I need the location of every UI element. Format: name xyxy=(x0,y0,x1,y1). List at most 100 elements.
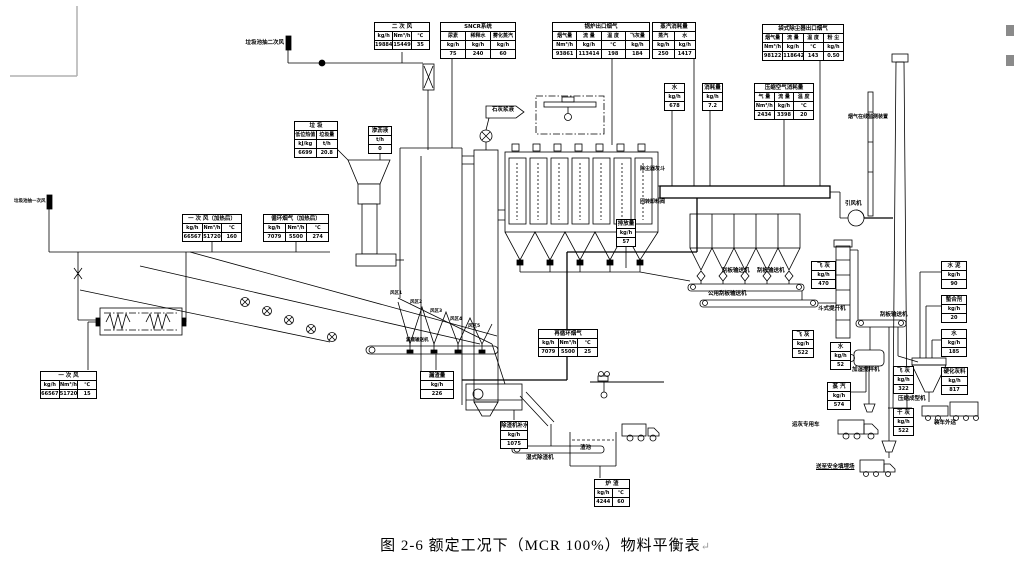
table-value: 184 xyxy=(624,49,651,59)
table-title: 硬化灰料 xyxy=(941,367,968,377)
table-unit: kg/h xyxy=(811,270,836,280)
table-value: 143 xyxy=(802,51,824,61)
table-header: 流 量 xyxy=(576,31,602,41)
table-unit: kg/h xyxy=(594,488,613,498)
table-value: 57 xyxy=(616,237,636,247)
table-title: 飞 灰 xyxy=(893,366,914,376)
table-unit: ℃ xyxy=(577,338,598,348)
label-bucket_elevator: 斗式提升机 xyxy=(818,306,846,312)
table-title: 循环烟气（加热后） xyxy=(263,214,329,224)
table-value: 15 xyxy=(77,389,97,399)
table-unit: kg/h xyxy=(702,92,723,102)
table-unit: t/h xyxy=(315,139,338,149)
table-value: 98122 xyxy=(761,51,784,61)
table-value: 51720 xyxy=(58,389,79,399)
table-value: 3398 xyxy=(773,110,795,120)
label-siftings_conveyor: 漏渣输送机 xyxy=(406,338,429,343)
table-unit: kg/h xyxy=(822,42,845,52)
table-value: 90 xyxy=(941,279,967,289)
table-header: 雾化蒸汽 xyxy=(490,31,516,41)
table-header: 垃圾量 xyxy=(315,130,338,140)
table-title: 漏渣量 xyxy=(420,371,454,381)
label-secondary_air_intake: 垃圾池抽二次风 xyxy=(245,40,284,46)
table-title: 消耗量 xyxy=(702,83,723,93)
table-header: 流 量 xyxy=(773,92,795,102)
table-unit: kg/h xyxy=(420,380,454,390)
label-wind_zone_5: 风区5 xyxy=(468,324,481,329)
label-to_landfill: 送至安全填埋场 xyxy=(816,464,855,470)
label-wet_slag_extractor: 湿式除渣机 xyxy=(526,455,554,461)
page-edge-mark xyxy=(1006,55,1014,66)
figure-caption-text: 图 2-6 额定工况下（MCR 100%）物料平衡表 xyxy=(380,538,701,554)
table-value: 1417 xyxy=(673,49,696,59)
table-unit: ℃ xyxy=(410,31,431,41)
table-unit: Nm³/h xyxy=(557,338,579,348)
table-unit: kg/h xyxy=(440,40,466,50)
table-value: 60 xyxy=(611,497,630,507)
table-title: 垃 圾 xyxy=(294,121,338,131)
table-header: 烟气量 xyxy=(761,33,784,43)
table-title: 水 xyxy=(941,329,967,339)
table-title: SNCR系统 xyxy=(440,22,516,32)
table-value: 250 xyxy=(652,49,675,59)
table-unit: kg/h xyxy=(673,40,696,50)
table-value: 240 xyxy=(465,49,491,59)
table-value: 5500 xyxy=(557,347,579,357)
table-title: 水 xyxy=(830,342,851,352)
table-unit: kg/h xyxy=(830,351,851,361)
table-value: 522 xyxy=(893,426,914,436)
table-value: 7079 xyxy=(538,347,559,357)
label-compression_molder: 压缩成型机 xyxy=(898,396,926,402)
table-value: 113414 xyxy=(576,49,602,59)
table-title: 螯合剂 xyxy=(941,295,967,305)
table-title: 水 泥 xyxy=(941,261,967,271)
table-title: 袋式除尘器出口烟气 xyxy=(762,24,844,34)
margin-crop-mark xyxy=(10,6,78,77)
label-lime_slurry: 石灰浆液 xyxy=(491,107,514,113)
table-unit: Nm³/h xyxy=(754,101,775,111)
table-value: 35 xyxy=(410,40,431,50)
label-rotary_discharge_valve: 回转卸料阀 xyxy=(640,199,666,205)
table-unit: kg/h xyxy=(263,223,286,233)
table-title: 蒸 汽 xyxy=(827,382,851,392)
table-unit: kg/h xyxy=(373,31,394,41)
label-baghouse_ash_hopper: 除尘器灰斗 xyxy=(640,166,666,172)
table-header: 温 度 xyxy=(802,33,824,43)
table-title: 锅炉出口烟气 xyxy=(552,22,650,32)
table-unit: kg/h xyxy=(500,430,528,440)
table-title: 一 次 风（加热后） xyxy=(182,214,242,224)
table-unit: kg/h xyxy=(941,270,967,280)
table-value: 322 xyxy=(893,384,914,394)
table-value: 817 xyxy=(941,385,968,395)
table-value: 7079 xyxy=(263,232,286,242)
table-unit: t/h xyxy=(368,135,392,145)
label-wind_zone_3: 风区3 xyxy=(430,309,443,314)
table-unit: kg/h xyxy=(40,380,60,390)
label-primary_air_intake: 垃圾池抽一次风 xyxy=(14,199,46,204)
table-value: 6699 xyxy=(294,148,317,158)
table-unit: Nm³/h xyxy=(551,40,578,50)
table-title: 干 灰 xyxy=(893,408,914,418)
label-scraper_conveyor_2: 刮板输送机 xyxy=(757,268,785,274)
table-unit: ℃ xyxy=(611,488,630,498)
table-unit: Nm³/h xyxy=(392,31,412,41)
table-unit: kg/h xyxy=(624,40,651,50)
table-unit: Nm³/h xyxy=(284,223,308,233)
table-unit: kg/h xyxy=(538,338,559,348)
table-title: 蒸汽消耗量 xyxy=(652,22,696,32)
table-header: 流 量 xyxy=(782,33,804,43)
table-value: 52 xyxy=(830,360,851,370)
label-truck_loading: 装车外运 xyxy=(934,420,957,426)
table-value: 20 xyxy=(793,110,814,120)
table-value: 2434 xyxy=(754,110,775,120)
table-header: 烟气量 xyxy=(551,31,578,41)
table-title: 渗沥液 xyxy=(368,126,392,136)
